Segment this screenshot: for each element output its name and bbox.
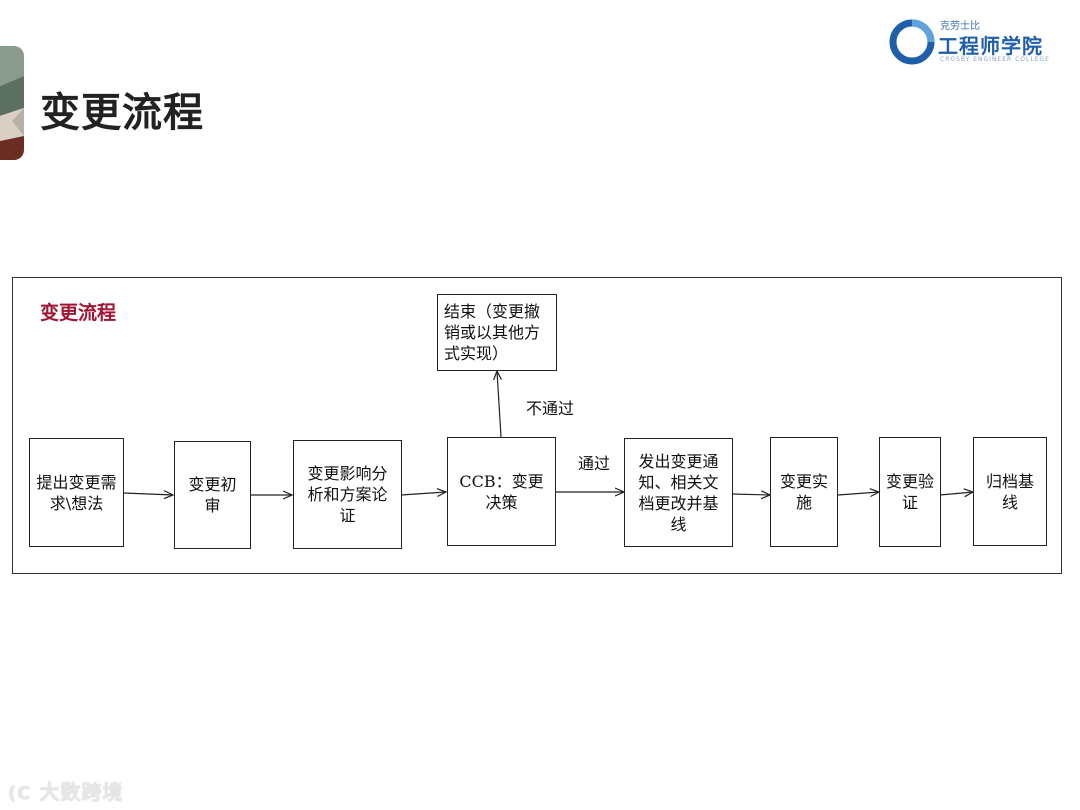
arrow-n7-n8 [838,492,879,495]
node-end: 结束（变更撤销或以其他方式实现） [437,294,557,371]
node-archive-baseline: 归档基线 [973,437,1047,546]
node-verification: 变更验证 [879,437,941,547]
arrow-n8-n9 [940,492,973,495]
node-initial-review: 变更初审 [174,441,251,549]
edge-label-reject: 不通过 [526,395,574,419]
watermark-text: 大数跨境 [39,780,123,804]
arrow-n4-n5 [497,371,501,437]
node-submit-request: 提出变更需求\想法 [29,438,124,547]
watermark: (C 大数跨境 [8,776,123,805]
node-impact-analysis: 变更影响分析和方案论证 [293,440,402,549]
node-ccb-decision: CCB：变更决策 [447,437,556,546]
node-notify-baseline: 发出变更通知、相关文档更改并基线 [624,438,733,547]
arrow-n6-n7 [732,494,770,495]
edge-label-approve: 通过 [578,450,610,474]
arrow-n3-n4 [401,492,446,495]
watermark-logo-icon: (C [8,783,31,804]
node-implementation: 变更实施 [770,437,838,547]
arrow-n1-n2 [123,493,173,495]
